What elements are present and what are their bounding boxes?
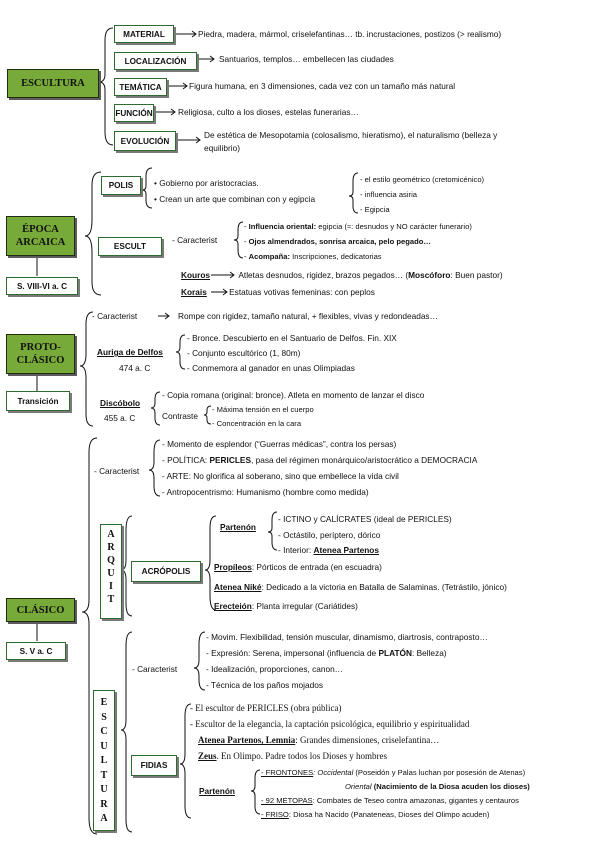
escult-label: ESCULT: [113, 242, 147, 251]
escult-caract: - Caracterist: [172, 235, 218, 245]
arcaica-title-box: ÉPOCA ARCAICA: [6, 216, 75, 256]
contraste-item-1: - Máxima tensión en el cuerpo: [212, 405, 314, 414]
clasico-caract-4: - Antropocentrismo: Humanismo (hombre co…: [162, 487, 369, 497]
acropolis-box: ACRÓPOLIS: [131, 561, 201, 582]
esc-caract-4: - Técnica de los paños mojados: [206, 680, 323, 690]
zeus-line: Zeus. En Olimpo. Padre todos los Dioses …: [198, 751, 388, 761]
arcaica-title-1: ÉPOCA: [22, 224, 59, 235]
erecteion-line: Erecteión: Planta irregular (Cariátides): [214, 601, 358, 611]
auriga-date: 474 a. C: [119, 363, 151, 373]
fidias-box: FIDIAS: [131, 755, 177, 776]
tematica-box: TEMÁTICA: [114, 78, 167, 96]
polis-sub-1: - el estilo geométrico (cretomicénico): [360, 175, 485, 184]
tematica-label: TEMÁTICA: [119, 82, 162, 92]
discobolo-date: 455 a. C: [104, 413, 136, 423]
metopas-line: - 92 METOPAS: Combates de Teseo contra a…: [261, 796, 519, 805]
fidias-label: FIDIAS: [140, 761, 168, 770]
evolucion-label: EVOLUCIÓN: [120, 136, 170, 146]
fidias-partenon-label: Partenón: [199, 786, 235, 796]
localizacion-box: LOCALIZACIÓN: [114, 52, 197, 70]
clasico-title-box: CLÁSICO: [6, 598, 75, 622]
acropolis-label: ACRÓPOLIS: [141, 567, 191, 576]
funcion-label: FUNCIÓN: [115, 108, 153, 118]
kouros-line: Kouros Atletas desnudos, rigidez, brazos…: [181, 270, 503, 280]
partenon-item-2: - Octástilo, períptero, dórico: [278, 530, 381, 540]
material-text: Piedra, madera, mármol, criselefantinas……: [198, 29, 502, 39]
polis-bullet-2: • Crean un arte que combinan con y egipc…: [154, 194, 316, 204]
nike-line: Atenea Niké: Dedicado a la victoria en B…: [214, 582, 507, 592]
auriga-item-2: - Conjunto escultórico (1, 80m): [187, 348, 301, 358]
oriental-line: Oriental (Nacimiento de la Diosa acuden …: [345, 782, 530, 791]
clasico-caract: - Caracterist: [94, 466, 140, 476]
esc-caract-2: - Expresión: Serena, impersonal (influen…: [206, 648, 447, 658]
arcaica-date: S. VIII-VI a. C: [16, 281, 68, 291]
fidias-item-1: - El escultor de PERICLES (obra pública): [190, 703, 342, 713]
evolucion-box: EVOLUCIÓN: [114, 131, 176, 151]
clasico-date: S. V a. C: [19, 646, 53, 656]
transicion-label: Transición: [17, 396, 59, 406]
polis-box: POLIS: [101, 176, 141, 195]
contraste-label: Contraste: [162, 411, 198, 421]
contraste-item-2: - Concentración en la cara: [212, 419, 302, 428]
atenea-line: Atenea Partenos, Lemnia: Grandes dimensi…: [198, 735, 440, 745]
arquit-box: A R Q U I T: [100, 524, 122, 619]
auriga-label: Auriga de Delfos: [97, 347, 163, 357]
esc-caract-3: - Idealización, proporciones, canon…: [206, 664, 343, 674]
arcaica-date-box: S. VIII-VI a. C: [6, 277, 78, 295]
funcion-box: FUNCIÓN: [114, 104, 154, 122]
esc-caract: - Caracterist: [132, 664, 178, 674]
proto-caract-text: Rompe con rigidez, tamaño natural, + fle…: [178, 311, 438, 321]
polis-label: POLIS: [108, 181, 134, 190]
friso-line: - FRISO: Diosa ha Nacido (Panateneas, Di…: [261, 810, 490, 819]
clasico-caract-1: - Momento de esplendor (“Guerras médicas…: [162, 439, 397, 449]
tematica-text: Figura humana, en 3 dimensiones, cada ve…: [189, 81, 456, 91]
partenon-item-1: - ICTINO y CALÍCRATES (ideal de PERICLES…: [278, 514, 452, 524]
clasico-date-box: S. V a. C: [6, 642, 66, 660]
partenon-label: Partenón: [220, 522, 256, 532]
proto-caract: - Caracterist: [92, 311, 138, 321]
escult-item-3: - Acompaña: Inscripciones, dedicatorias: [244, 252, 382, 261]
transicion-box: Transición: [6, 391, 70, 411]
frontones-line: - FRONTONES: Occidental (Poseidón y Pala…: [261, 768, 526, 777]
escult-item-2: - Ojos almendrados, sonrisa arcaica, pel…: [244, 237, 431, 246]
localizacion-label: LOCALIZACIÓN: [124, 56, 187, 66]
escultura-vertical-box: E S C U L T U R A: [93, 690, 115, 831]
proto-title-box: PROTO- CLÁSICO: [6, 334, 75, 374]
proto-title-2: CLÁSICO: [16, 355, 65, 366]
escultura-title-box: ESCULTURA: [7, 69, 99, 98]
discobolo-label: Discóbolo: [100, 398, 141, 408]
proto-title-1: PROTO-: [20, 342, 61, 353]
auriga-item-3: - Conmemora al ganador en unas Olimpiada…: [187, 363, 355, 373]
polis-bullet-1: • Gobierno por aristocracias.: [154, 178, 259, 188]
polis-sub-2: - influencia asiria: [360, 190, 417, 199]
escult-box: ESCULT: [98, 237, 162, 256]
discobolo-line-1: - Copia romana (original: bronce). Atlet…: [162, 390, 425, 400]
korais-line: Korais Estatuas votivas femeninas: con p…: [181, 287, 375, 297]
escultura-title: ESCULTURA: [21, 78, 85, 89]
funcion-text: Religiosa, culto a los dioses, estelas f…: [178, 107, 359, 117]
partenon-item-3: - Interior: Atenea Partenos: [278, 545, 379, 555]
material-box: MATERIAL: [114, 25, 174, 43]
escult-item-1: - Influencia oriental: egipcia (≈: desnu…: [244, 222, 472, 231]
evolucion-text-2: equilibrio): [204, 143, 240, 153]
auriga-item-1: - Bronce. Descubierto en el Santuario de…: [187, 333, 397, 343]
polis-sub-3: - Egipcia: [360, 205, 390, 214]
evolucion-text-1: De estética de Mesopotamia (colosalismo,…: [204, 130, 498, 140]
esc-caract-1: - Movim. Flexibilidad, tensión muscular,…: [206, 632, 488, 642]
material-label: MATERIAL: [123, 29, 165, 39]
arcaica-title-2: ARCAICA: [15, 237, 66, 248]
clasico-title: CLÁSICO: [16, 604, 65, 616]
clasico-caract-3: - ARTE: No glorifica al soberano, sino q…: [162, 471, 399, 481]
localizacion-text: Santuarios, templos… embellecen las ciud…: [219, 54, 394, 64]
clasico-caract-2: - POLÍTICA: PERICLES, pasa del régimen m…: [162, 455, 478, 465]
propileos-line: Propíleos: Pórticos de entrada (en escua…: [214, 562, 382, 572]
fidias-item-2: - Escultor de la elegancia, la captación…: [190, 719, 470, 729]
